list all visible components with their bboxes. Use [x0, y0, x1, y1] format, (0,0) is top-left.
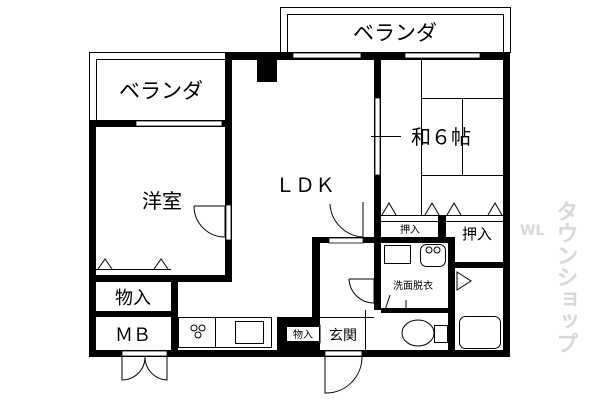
label-storage-left: 物入: [115, 288, 151, 309]
walls: [89, 52, 510, 357]
label-meter-box: ＭＢ: [115, 325, 151, 346]
label-veranda-left: ベランダ: [119, 79, 203, 103]
kitchen-counter: [178, 317, 272, 348]
label-storage-entry: 物入: [293, 328, 313, 341]
watermark-text: タウンショップ: [553, 200, 578, 354]
watermark-logo: タウンショップ WL: [520, 200, 578, 354]
label-japanese-room: 和６帖: [411, 125, 471, 149]
label-washroom: 洗面脱衣: [393, 279, 433, 292]
watermark-mark: WL: [520, 223, 544, 239]
label-closet-right: 押入: [462, 225, 492, 243]
label-entrance: 玄関: [329, 327, 357, 344]
doors: [121, 202, 472, 394]
tatami-lines: [96, 60, 503, 277]
bath-fixtures: [319, 244, 501, 350]
label-veranda-top: ベランダ: [353, 21, 437, 45]
label-western-room: 洋室: [142, 189, 182, 213]
label-closet-small: 押入: [400, 223, 420, 236]
label-ldk: ＬＤＫ: [275, 173, 335, 197]
